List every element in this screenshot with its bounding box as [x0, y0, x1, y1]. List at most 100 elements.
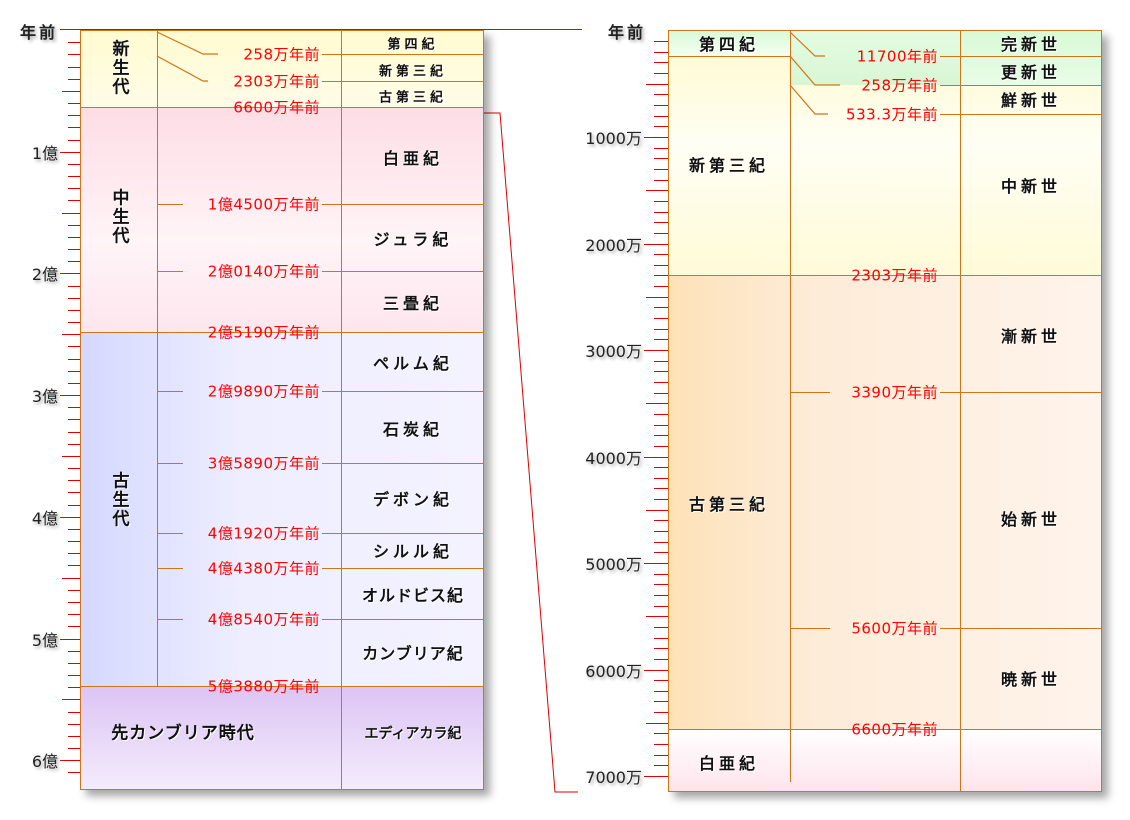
- axis-tick: [654, 275, 668, 277]
- boundary-date: 533.3万年前: [846, 105, 938, 124]
- period-boundary: [322, 568, 484, 569]
- axis-tick: [68, 54, 80, 56]
- axis-tick: [68, 382, 80, 384]
- period-boundary: [322, 463, 484, 464]
- axis-tick: [68, 224, 80, 226]
- epoch-boundary: [940, 392, 1102, 393]
- axis-tick: [654, 648, 668, 650]
- axis-tick: [654, 211, 668, 213]
- axis-label: 4億: [31, 508, 58, 528]
- column-divider: [960, 30, 961, 792]
- axis-tick: [68, 772, 80, 774]
- axis-label: 2000万: [585, 235, 642, 255]
- axis-tick: [654, 584, 668, 586]
- period-boundary: [668, 56, 790, 57]
- epoch-pleistocene: 更新世: [1000, 63, 1062, 82]
- period-triassic: 三畳紀: [382, 294, 444, 313]
- axis-tick: [60, 638, 80, 640]
- boundary-date: 11700年前: [856, 47, 938, 66]
- axis-tick: [654, 413, 668, 415]
- axis-tick: [60, 760, 80, 762]
- quaternary-highlight: [790, 30, 960, 85]
- axis-label: 2億: [31, 265, 58, 285]
- era-boundary: [80, 107, 484, 108]
- axis-tick: [68, 127, 80, 129]
- axis-tick: [68, 163, 80, 165]
- axis-tick: [62, 699, 80, 701]
- axis-tick: [654, 232, 668, 234]
- axis-label: 6億: [31, 752, 58, 772]
- axis-label: 1億: [31, 143, 58, 163]
- axis-tick: [68, 249, 80, 251]
- axis-tick: [644, 350, 668, 351]
- axis-tick: [68, 589, 80, 591]
- period-cambrian: カンブリア紀: [362, 644, 464, 663]
- date-leader: [157, 533, 183, 534]
- period-boundary: [322, 204, 484, 205]
- period-neogene: 新第三紀: [378, 64, 448, 80]
- right-chart-frame: [668, 30, 1102, 792]
- period-boundary: [322, 619, 484, 620]
- axis-tick: [68, 601, 80, 603]
- axis-tick: [654, 445, 668, 447]
- axis-tick: [654, 318, 668, 320]
- axis-tick: [68, 261, 80, 263]
- axis-tick: [68, 419, 80, 421]
- axis-tick: [68, 687, 80, 689]
- axis-tick: [68, 565, 80, 567]
- boundary-date: 5億3880万年前: [207, 677, 320, 696]
- quaternary-epochs-band: [960, 30, 1102, 85]
- axis-tick: [646, 190, 668, 192]
- axis-tick: [646, 403, 668, 405]
- axis-tick: [68, 492, 80, 494]
- axis-tick: [68, 103, 80, 105]
- axis-tick: [68, 711, 80, 713]
- axis-tick: [68, 662, 80, 664]
- axis-tick: [654, 62, 668, 64]
- axis-tick: [654, 286, 668, 288]
- axis-tick: [654, 573, 668, 575]
- r-period-cretaceous: 白亜紀: [698, 754, 760, 773]
- epoch-eocene: 始新世: [1000, 510, 1062, 529]
- r-period-neogene: 新第三紀: [688, 156, 770, 175]
- axis-label: 5000万: [585, 555, 642, 574]
- axis-tick: [60, 151, 80, 153]
- left-chart-frame: [80, 30, 484, 790]
- axis-tick: [654, 605, 668, 607]
- axis-tick: [646, 509, 668, 511]
- axis-label: 7000万: [585, 768, 642, 787]
- axis-tick: [68, 723, 80, 725]
- right-axis-title: 年前: [607, 23, 646, 42]
- axis-tick: [654, 73, 668, 75]
- axis-tick: [68, 370, 80, 372]
- boundary-date: 3390万年前: [851, 383, 938, 402]
- period-boundary: [322, 81, 484, 82]
- period-carboniferous: 石炭紀: [382, 420, 444, 439]
- boundary-date: 4億8540万年前: [207, 610, 320, 629]
- boundary-date: 6600万年前: [233, 98, 320, 117]
- era-boundary: [80, 686, 484, 687]
- date-leader: [157, 204, 183, 205]
- axis-tick: [654, 520, 668, 522]
- axis-tick: [68, 66, 80, 68]
- axis-tick: [654, 381, 668, 383]
- axis-tick: [68, 42, 80, 44]
- axis-tick: [646, 296, 668, 298]
- axis-tick: [654, 115, 668, 117]
- axis-tick: [654, 424, 668, 426]
- axis-tick: [62, 212, 80, 214]
- epoch-miocene: 中新世: [1000, 177, 1062, 196]
- epoch-oligocene: 漸新世: [1000, 327, 1062, 346]
- axis-tick: [68, 322, 80, 324]
- axis-tick: [654, 467, 668, 469]
- axis-tick: [68, 309, 80, 311]
- axis-tick: [654, 254, 668, 256]
- axis-tick: [68, 188, 80, 190]
- r-period-paleogene: 古第三紀: [688, 495, 770, 514]
- period-cretaceous: 白亜紀: [382, 149, 444, 168]
- axis-tick: [654, 658, 668, 660]
- right-chart: [668, 30, 1102, 792]
- axis-tick: [654, 360, 668, 362]
